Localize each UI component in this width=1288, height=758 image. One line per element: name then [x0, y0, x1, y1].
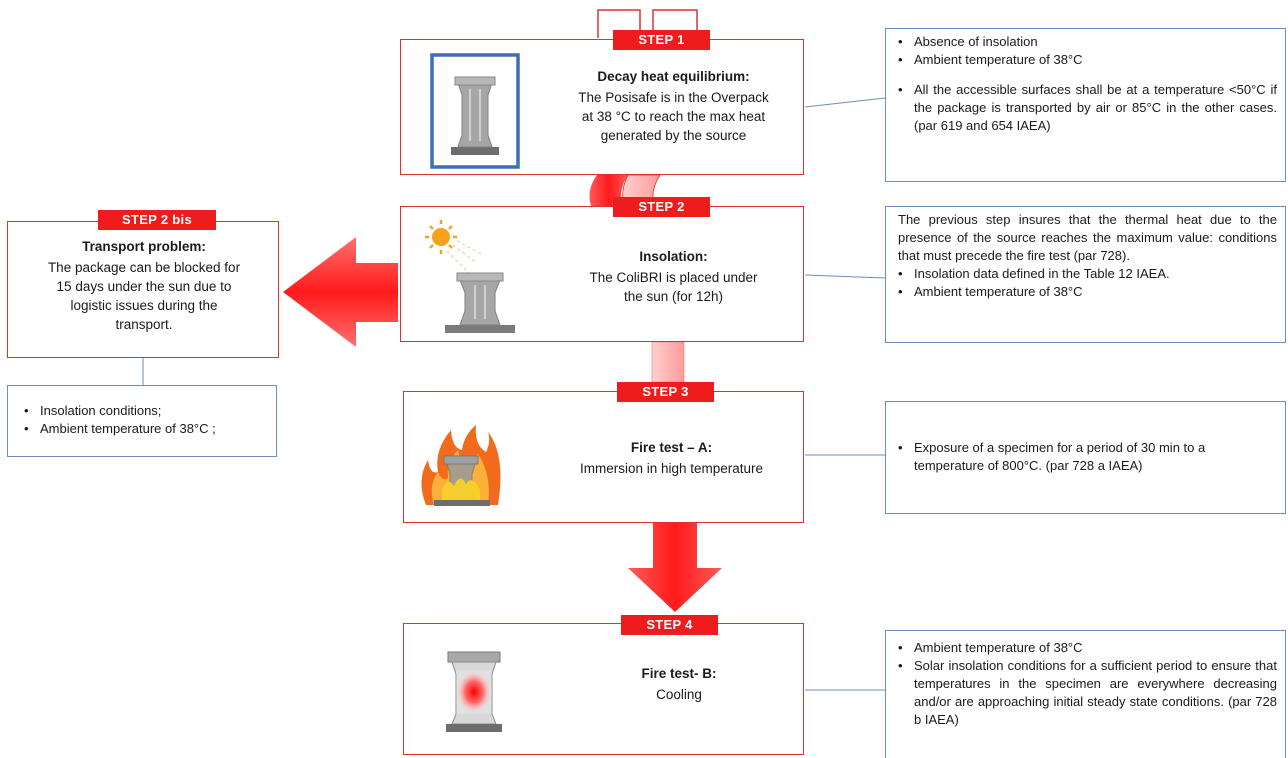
loop-connector-right	[652, 9, 698, 38]
step4-notes: Ambient temperature of 38°C Solar insola…	[885, 630, 1286, 758]
step2bis-line-2: 15 days under the sun due to	[56, 279, 232, 294]
step2bis-line-1: The package can be blocked for	[47, 260, 241, 275]
step2-label: STEP 2	[613, 197, 710, 217]
step3-label: STEP 3	[617, 382, 714, 402]
step4-line-1: Cooling	[656, 687, 702, 702]
step2-line-1: The ColiBRI is placed under	[589, 270, 758, 285]
connector-step2-notes	[804, 274, 886, 279]
step2bis-line-4: transport.	[115, 317, 173, 332]
step4-label: STEP 4	[621, 615, 718, 635]
step3-line-1: Immersion in high temperature	[579, 461, 764, 476]
step2bis-label: STEP 2 bis	[98, 210, 216, 230]
step4-note-2: Solar insolation conditions for a suffic…	[898, 657, 1277, 729]
step2-notes-intro: The previous step insures that the therm…	[898, 212, 1277, 263]
connector-step1-notes	[804, 97, 886, 108]
step2bis-title: Transport problem:	[82, 239, 206, 254]
step2-title: Insolation:	[639, 249, 708, 264]
package-in-fire-icon	[421, 425, 501, 506]
step2bis-notes: Insolation conditions; Ambient temperatu…	[7, 385, 277, 457]
arrow-to-step2bis	[283, 237, 398, 347]
step3-title: Fire test – A:	[630, 440, 713, 455]
step2-box: Insolation: The ColiBRI is placed under …	[400, 206, 804, 342]
step1-label: STEP 1	[613, 30, 710, 50]
step4-note-1: Ambient temperature of 38°C	[898, 639, 1277, 657]
step2bis-note-1: Insolation conditions;	[24, 402, 270, 420]
package-under-sun-icon	[425, 220, 515, 333]
step2-note-2: Ambient temperature of 38°C	[898, 283, 1277, 301]
step2-notes: The previous step insures that the therm…	[885, 206, 1286, 343]
step1-description: The Posisafe is in the Overpack at 38 °C…	[551, 88, 796, 145]
step1-line-1: The Posisafe is in the Overpack	[578, 90, 769, 105]
step4-title: Fire test- B:	[641, 666, 717, 681]
step1-line-3: generated by the source	[600, 128, 747, 143]
step1-box: Decay heat equilibrium: The Posisafe is …	[400, 39, 804, 175]
step3-notes: Exposure of a specimen for a period of 3…	[885, 401, 1286, 514]
step1-title: Decay heat equilibrium:	[597, 69, 750, 84]
step1-note-2: Ambient temperature of 38°C	[898, 51, 1277, 69]
step2bis-box: Transport problem: The package can be bl…	[7, 221, 279, 358]
step4-description: Cooling	[554, 685, 804, 704]
step3-note-1: Exposure of a specimen for a period of 3…	[898, 439, 1275, 475]
step1-line-2: at 38 °C to reach the max heat	[581, 109, 766, 124]
step3-description: Immersion in high temperature	[554, 459, 789, 478]
step4-box: Fire test- B: Cooling	[403, 623, 804, 755]
band-step2-to-step3	[651, 341, 685, 383]
step1-note-1: Absence of insolation	[898, 33, 1277, 51]
arrow-to-step4	[628, 523, 722, 612]
loop-connector-left	[597, 9, 641, 38]
step2bis-note-2: Ambient temperature of 38°C ;	[24, 420, 270, 438]
step2bis-description: The package can be blocked for 15 days u…	[8, 258, 280, 334]
package-hot-core-icon	[446, 651, 502, 732]
step2bis-line-3: logistic issues during the	[70, 298, 218, 313]
step3-box: Fire test – A: Immersion in high tempera…	[403, 391, 804, 523]
step2-description: The ColiBRI is placed under the sun (for…	[561, 268, 786, 306]
step1-note-3: All the accessible surfaces shall be at …	[898, 81, 1277, 135]
step2-note-1: Insolation data defined in the Table 12 …	[898, 265, 1277, 283]
package-in-overpack-icon	[430, 53, 520, 169]
step1-notes: Absence of insolation Ambient temperatur…	[885, 28, 1286, 182]
step2-line-2: the sun (for 12h)	[623, 289, 724, 304]
